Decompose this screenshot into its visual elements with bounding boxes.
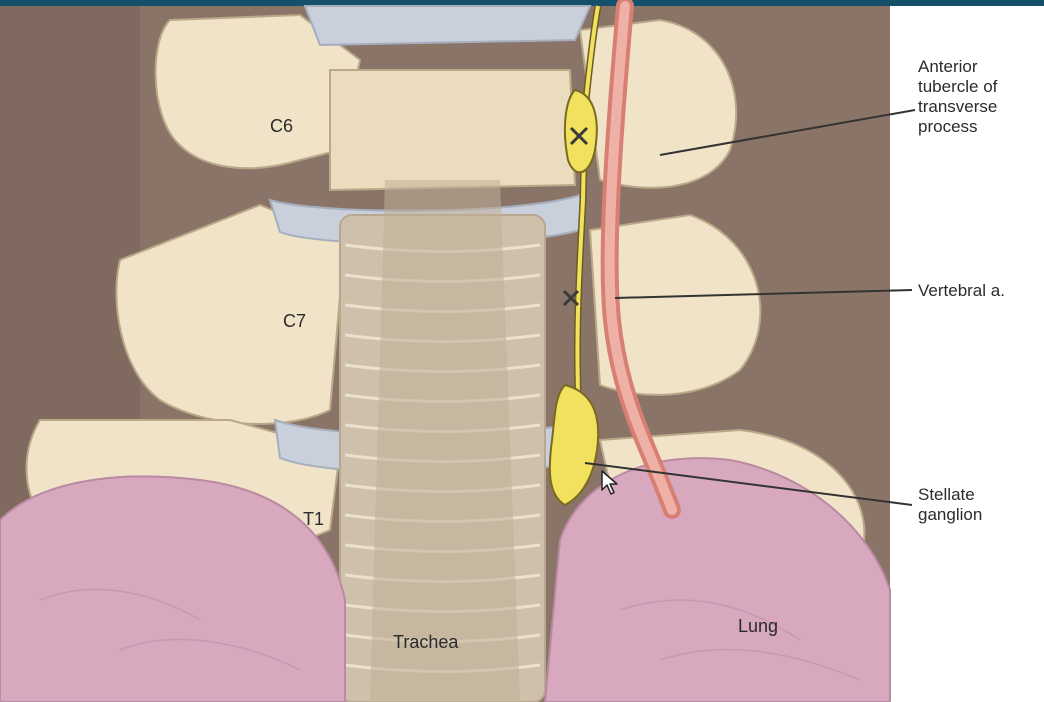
label-t1: T1	[303, 509, 324, 529]
label-stellate-ganglion: Stellate ganglion	[918, 485, 982, 524]
label-c7: C7	[283, 311, 306, 331]
upper-disc	[305, 6, 590, 45]
label-anterior-tubercle-line3: transverse	[918, 97, 997, 116]
trachea	[340, 180, 545, 702]
mouse-cursor-icon	[600, 470, 622, 496]
label-c6: C6	[270, 116, 293, 136]
label-vertebral-artery: Vertebral a.	[918, 281, 1005, 300]
middle-cervical-ganglion	[565, 90, 597, 172]
label-anterior-tubercle-line4: process	[918, 117, 978, 136]
trachea-center-shadow	[370, 180, 520, 700]
label-stellate-ganglion-line2: ganglion	[918, 505, 982, 524]
label-trachea: Trachea	[393, 632, 459, 652]
label-lung: Lung	[738, 616, 778, 636]
vertebra-c6-body	[330, 70, 575, 190]
label-stellate-ganglion-line1: Stellate	[918, 485, 975, 504]
label-anterior-tubercle-line2: tubercle of	[918, 77, 998, 96]
label-anterior-tubercle-line1: Anterior	[918, 57, 978, 76]
